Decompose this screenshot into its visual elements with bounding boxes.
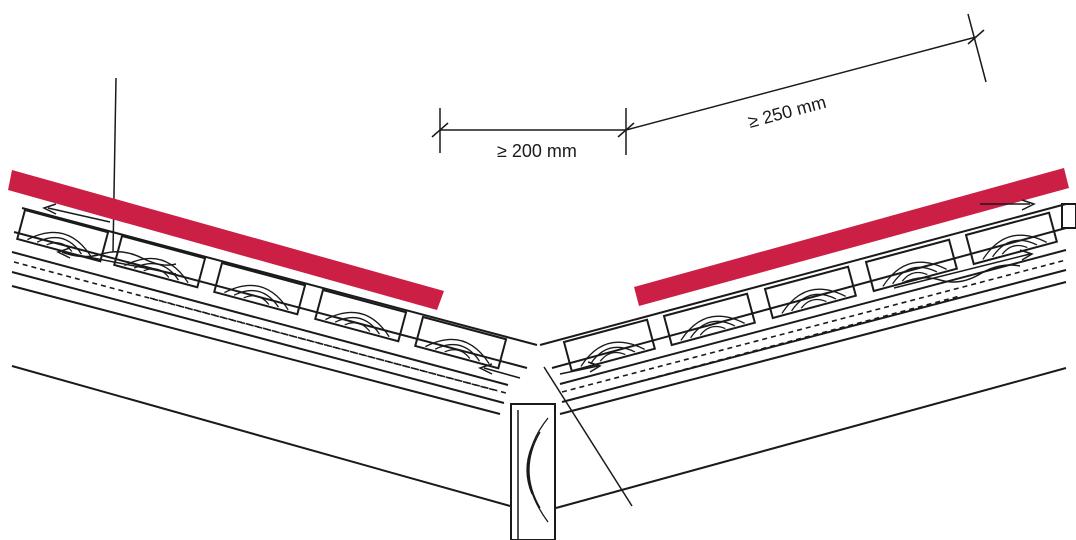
batten-partial xyxy=(1061,203,1076,229)
batten xyxy=(314,288,408,343)
right-battens xyxy=(562,203,1076,373)
batten xyxy=(16,208,110,263)
left-battens xyxy=(16,208,508,370)
right-roof-slope xyxy=(539,199,1067,509)
batten xyxy=(562,318,657,373)
dimension-label-250: ≥ 250 mm xyxy=(746,92,828,132)
left-roof-slope xyxy=(11,203,538,507)
batten xyxy=(213,261,307,316)
batten xyxy=(763,265,858,320)
valley-rafter xyxy=(510,403,556,540)
batten xyxy=(414,315,508,370)
membrane-strip-left xyxy=(8,170,444,310)
leader-line-left xyxy=(112,77,117,253)
batten xyxy=(662,292,757,347)
leader-line-valley xyxy=(543,366,633,507)
batten xyxy=(964,211,1059,266)
dimension-lines xyxy=(431,13,987,155)
dimension-label-200: ≥ 200 mm xyxy=(497,141,577,161)
batten xyxy=(113,234,207,289)
membrane-strip-right xyxy=(634,168,1069,306)
batten xyxy=(864,238,959,293)
